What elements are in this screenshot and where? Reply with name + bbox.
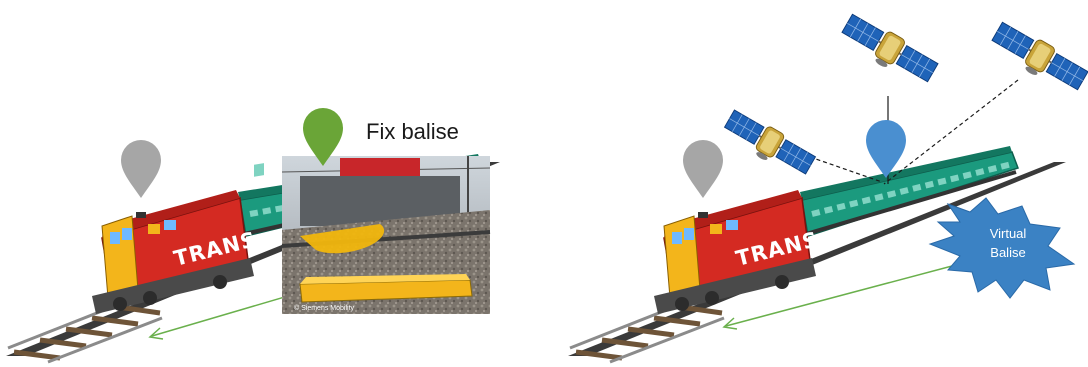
balise-photo: © Siemens Mobility	[282, 156, 490, 314]
virtual-balise-pin-icon	[866, 120, 906, 178]
left-panel: TRANS	[6, 108, 500, 362]
locomotive-icon: TRANS	[654, 190, 821, 314]
photo-credit: © Siemens Mobility	[294, 304, 355, 312]
train-location-pin-icon	[121, 140, 161, 198]
right-panel: TRANS Virtual Balise	[568, 11, 1088, 362]
satellite-icon	[987, 19, 1088, 98]
satellite-icon	[837, 11, 940, 90]
train-location-pin-icon	[683, 140, 723, 198]
virtual-balise-label-line2: Balise	[990, 245, 1025, 260]
satellite-icon	[720, 107, 817, 182]
virtual-balise-burst: Virtual Balise	[930, 198, 1074, 298]
fix-balise-label: Fix balise	[366, 119, 459, 144]
locomotive-icon: TRANS	[92, 190, 259, 314]
virtual-balise-label-line1: Virtual	[990, 226, 1027, 241]
